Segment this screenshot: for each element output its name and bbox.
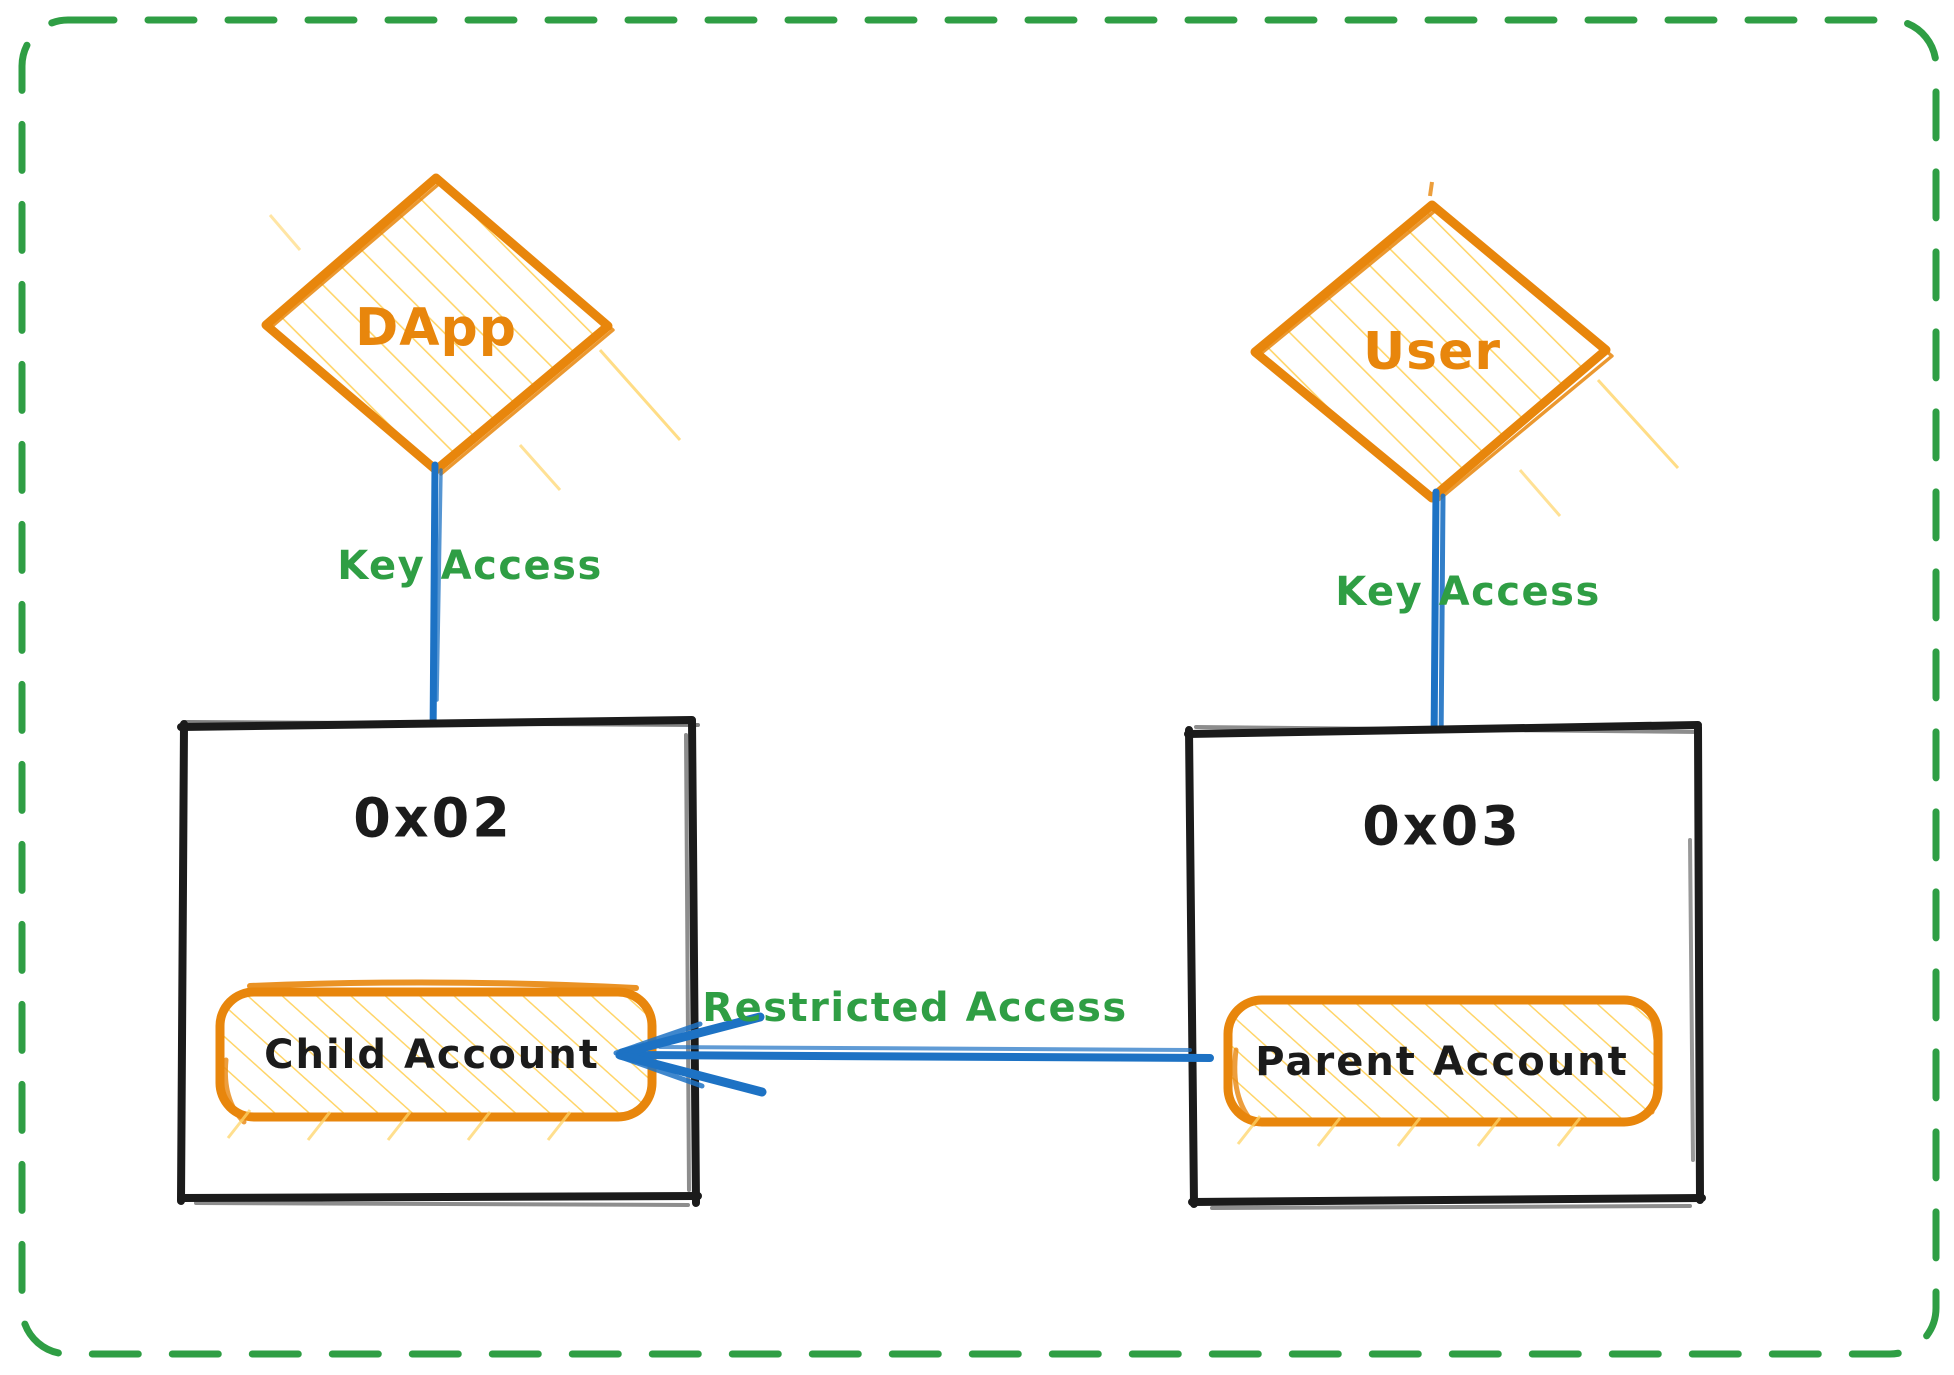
parent-account-shape[interactable] xyxy=(1223,995,1663,1147)
dapp-diamond-shape[interactable] xyxy=(261,173,682,491)
dashed-boundary xyxy=(18,16,1940,1358)
edge-parent-to-child-arrow[interactable] xyxy=(613,1012,1214,1097)
child-account-shape[interactable] xyxy=(215,979,657,1141)
edge-user-to-parent-line[interactable] xyxy=(1430,488,1446,752)
right-account-box-shape[interactable] xyxy=(1184,721,1706,1210)
left-account-box-shape[interactable] xyxy=(177,716,702,1207)
user-diamond-shape[interactable] xyxy=(1250,181,1680,517)
edge-dapp-to-child-line[interactable] xyxy=(429,461,443,746)
